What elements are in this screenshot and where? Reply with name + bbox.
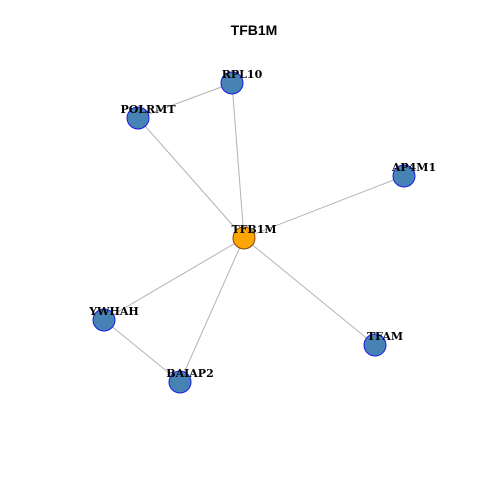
edge-tfb1m-baiap2 xyxy=(179,237,245,383)
node-circle-tfb1m[interactable] xyxy=(232,226,256,250)
node-circle-polrmt[interactable] xyxy=(126,106,150,130)
node-circle-rpl10[interactable] xyxy=(220,71,244,95)
node-circle-ywhah[interactable] xyxy=(92,308,116,332)
edge-ywhah-baiap2 xyxy=(103,319,181,383)
graph-title: TFB1M xyxy=(231,22,278,38)
edge-tfb1m-tfam xyxy=(243,237,376,346)
edge-tfb1m-ywhah xyxy=(103,237,245,321)
edge-polrmt-rpl10 xyxy=(137,82,233,119)
node-circle-ap4m1[interactable] xyxy=(392,164,416,188)
node-baiap2[interactable]: BAIAP2 xyxy=(166,367,214,394)
node-polrmt[interactable]: POLRMT xyxy=(120,103,176,130)
node-tfb1m[interactable]: TFB1M xyxy=(231,223,277,250)
node-label-tfb1m: TFB1M xyxy=(231,223,276,236)
edges-layer xyxy=(103,82,405,383)
node-label-rpl10: RPL10 xyxy=(222,68,263,81)
edge-tfb1m-ap4m1 xyxy=(243,175,405,239)
edge-tfb1m-rpl10 xyxy=(231,82,245,239)
node-rpl10[interactable]: RPL10 xyxy=(220,68,263,95)
node-label-ap4m1: AP4M1 xyxy=(391,161,436,174)
node-ap4m1[interactable]: AP4M1 xyxy=(391,161,436,188)
node-circle-tfam[interactable] xyxy=(363,333,387,357)
node-circle-baiap2[interactable] xyxy=(168,370,192,394)
node-ywhah[interactable]: YWHAH xyxy=(88,305,139,332)
node-label-tfam: TFAM xyxy=(367,330,403,343)
node-label-ywhah: YWHAH xyxy=(88,305,139,318)
node-label-polrmt: POLRMT xyxy=(120,103,176,116)
edge-tfb1m-polrmt xyxy=(137,117,245,239)
node-label-baiap2: BAIAP2 xyxy=(166,367,213,380)
node-tfam[interactable]: TFAM xyxy=(363,330,403,357)
